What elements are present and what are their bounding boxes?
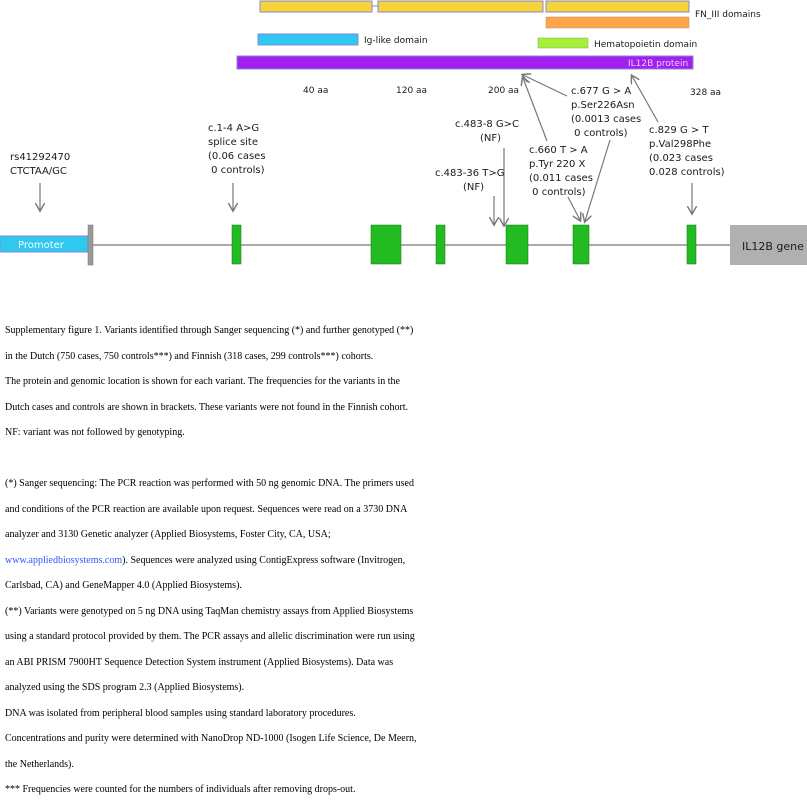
exon-5 [572,224,590,265]
svg-text:0 controls): 0 controls) [208,165,265,176]
position-200aa: 200 aa [488,86,519,96]
position-120aa: 120 aa [396,86,427,96]
exon-1 [231,224,242,265]
methods-line-with-link: www.appliedbiosystems.com). Sequences we… [5,548,475,574]
svg-text:(0.023 cases: (0.023 cases [649,153,713,164]
svg-text:c.677 G > A: c.677 G > A [571,86,631,97]
svg-text:0 controls): 0 controls) [571,128,628,139]
methods-line: (*) Sanger sequencing: The PCR reaction … [5,478,414,489]
svg-text:(0.011 cases: (0.011 cases [529,173,593,184]
svg-text:rs41292470: rs41292470 [10,152,70,163]
svg-text:c.1-4 A>G: c.1-4 A>G [208,123,259,134]
exon-2 [370,224,402,265]
caption-line: Supplementary figure 1. Variants identif… [5,325,414,336]
ig-like-domain-label: Ig-like domain [364,36,428,46]
hematopoietin-domain-bar [537,37,589,49]
methods-line: and conditions of the PCR reaction are a… [5,503,408,515]
svg-text:CTCTAA/GC: CTCTAA/GC [10,166,67,177]
ig-like-domain-bar [257,33,359,46]
methods-line-tail: ). Sequences were analyzed using ContigE… [122,554,406,566]
variant-c660: c.660 T > A p.Tyr 220 X (0.011 cases 0 c… [523,78,593,220]
fn3-domain-bar-alt [545,16,690,29]
exon-3 [435,224,446,265]
promoter-end-cap [87,224,94,266]
svg-text:(0.0013 cases: (0.0013 cases [571,114,641,125]
variant-c483-8: c.483-8 G>C (NF) [455,119,519,225]
caption-line: Dutch cases and controls are shown in br… [5,401,409,413]
methods-line: the Netherlands). [5,758,74,770]
il12b-variant-diagram: FN_III domains Ig-like domain Hematopoie… [0,0,807,266]
svg-text:0 controls): 0 controls) [529,187,586,198]
il12b-gene-label: IL12B gene [742,240,804,253]
svg-text:splice site: splice site [208,137,258,148]
il12b-gene-box [730,225,807,265]
fn3-domain-bar-2 [377,0,544,13]
methods-line: Concentrations and purity were determine… [5,733,417,744]
position-40aa: 40 aa [303,86,328,96]
position-328aa: 328 aa [690,88,721,98]
exon-4 [505,224,529,265]
variant-c829: c.829 G > T p.Val298Phe (0.023 cases 0.0… [632,76,725,213]
fn3-domain-bar-1 [259,0,373,13]
svg-text:p.Val298Phe: p.Val298Phe [649,139,711,150]
promoter-label: Promoter [18,240,65,251]
methods-line: Carlsbad, CA) and GeneMapper 4.0 (Applie… [5,580,242,591]
svg-text:p.Tyr 220 X: p.Tyr 220 X [529,159,586,170]
methods-line: DNA was isolated from peripheral blood s… [5,707,356,719]
figure-caption: Supplementary figure 1. Variants identif… [5,318,475,803]
svg-text:c.660 T > A: c.660 T > A [529,145,588,156]
methods-line: analyzer and 3130 Genetic analyzer (Appl… [5,529,331,540]
svg-text:c.483-8 G>C: c.483-8 G>C [455,119,519,130]
hematopoietin-domain-label: Hematopoietin domain [594,40,697,50]
variant-c483-36: c.483-36 T>G (NF) [435,168,505,224]
methods-line: (**) Variants were genotyped on 5 ng DNA… [5,605,414,617]
svg-text:c.829 G > T: c.829 G > T [649,125,709,136]
methods-line: an ABI PRISM 7900HT Sequence Detection S… [5,656,394,668]
svg-text:p.Ser226Asn: p.Ser226Asn [571,100,635,111]
variant-c1-4: c.1-4 A>G splice site (0.06 cases 0 cont… [208,123,266,210]
methods-line: analyzed using the SDS program 2.3 (Appl… [5,682,245,693]
caption-line: The protein and genomic location is show… [5,376,400,387]
il12b-protein-label: IL12B protein [628,59,688,69]
svg-text:(NF): (NF) [480,133,501,144]
svg-text:c.483-36 T>G: c.483-36 T>G [435,168,505,179]
svg-text:(NF): (NF) [463,182,484,193]
methods-line: using a standard protocol provided by th… [5,631,415,642]
variant-rs41292470: rs41292470 CTCTAA/GC [10,152,70,210]
fn3-domains-label: FN_III domains [695,10,761,20]
svg-text:0.028 controls): 0.028 controls) [649,167,725,178]
fn3-domain-bar-3 [545,0,690,13]
caption-line: NF: variant was not followed by genotypi… [5,427,185,438]
svg-text:(0.06 cases: (0.06 cases [208,151,266,162]
applied-biosystems-link[interactable]: www.appliedbiosystems.com [5,554,123,566]
il12b-protein-bar [236,55,694,70]
caption-line: in the Dutch (750 cases, 750 controls***… [5,350,374,362]
variant-c677: c.677 G > A p.Ser226Asn (0.0013 cases 0 … [523,75,641,221]
exon-6 [686,224,697,265]
